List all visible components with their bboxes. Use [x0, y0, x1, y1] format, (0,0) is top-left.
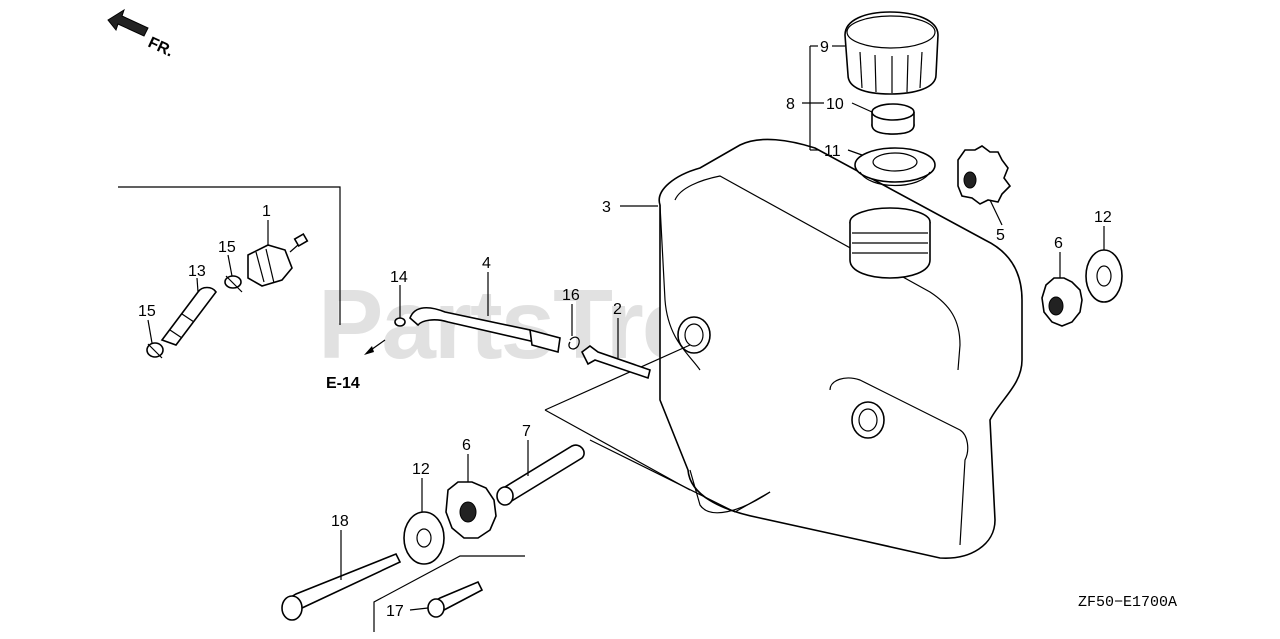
callout-15-lower: 15 — [138, 303, 156, 320]
reference-label: E-14 — [326, 375, 360, 392]
bolt-2 — [580, 345, 651, 380]
rubber-mount-lower — [445, 481, 497, 539]
callout-5: 5 — [996, 227, 1005, 244]
callout-15-upper: 15 — [218, 239, 236, 256]
callout-12-lower: 12 — [412, 461, 430, 478]
rubber-mount-right — [1041, 277, 1083, 327]
callout-17-line — [409, 607, 429, 611]
callout-10: 10 — [826, 96, 844, 113]
reference-arrow-icon — [364, 339, 386, 355]
collar — [496, 444, 585, 506]
lower-bracket — [373, 555, 525, 632]
callout-4: 4 — [482, 255, 491, 272]
cushion — [957, 145, 1012, 205]
front-label: FR. — [145, 34, 176, 60]
tube-clip-upper — [224, 275, 243, 293]
callout-17: 17 — [386, 603, 404, 620]
callout-8: 8 — [786, 96, 795, 113]
washer-lower — [403, 511, 445, 565]
callout-5-line — [989, 199, 1003, 226]
callout-6-right: 6 — [1054, 235, 1063, 252]
tube-clip-lower — [146, 342, 164, 359]
callout-13: 13 — [188, 263, 206, 280]
reference-bracket — [118, 186, 341, 325]
filler-cap — [871, 103, 915, 135]
callout-11: 11 — [824, 143, 841, 160]
clip-14 — [394, 317, 406, 327]
callout-15-upper-line — [227, 254, 233, 277]
callout-13-line — [196, 277, 199, 293]
flange-bolt — [427, 580, 484, 618]
guide-line — [544, 409, 691, 491]
clip-16 — [568, 336, 580, 350]
fuel-tank — [658, 138, 1023, 559]
callout-12-right: 12 — [1094, 209, 1112, 226]
callout-8-bracket — [802, 45, 873, 156]
callout-3: 3 — [602, 199, 611, 216]
fuel-cap — [844, 11, 939, 95]
diagram-code: ZF50−E1700A — [1078, 594, 1177, 611]
gasket — [854, 147, 936, 187]
callout-14: 14 — [390, 269, 408, 286]
tube — [160, 286, 217, 346]
fuel-hose — [409, 307, 561, 354]
callout-6-lower: 6 — [462, 437, 471, 454]
callout-16: 16 — [562, 287, 580, 304]
guide-line — [544, 344, 691, 411]
long-bolt — [281, 552, 402, 621]
fuel-filter — [247, 232, 309, 287]
front-arrow-icon — [107, 8, 149, 37]
callout-9: 9 — [820, 39, 829, 56]
guide-line — [589, 439, 771, 513]
callout-18: 18 — [331, 513, 349, 530]
callout-1: 1 — [262, 203, 271, 220]
washer-right — [1085, 249, 1123, 303]
callout-2: 2 — [613, 301, 622, 318]
callout-7: 7 — [522, 423, 531, 440]
callout-15-lower-line — [147, 319, 153, 344]
